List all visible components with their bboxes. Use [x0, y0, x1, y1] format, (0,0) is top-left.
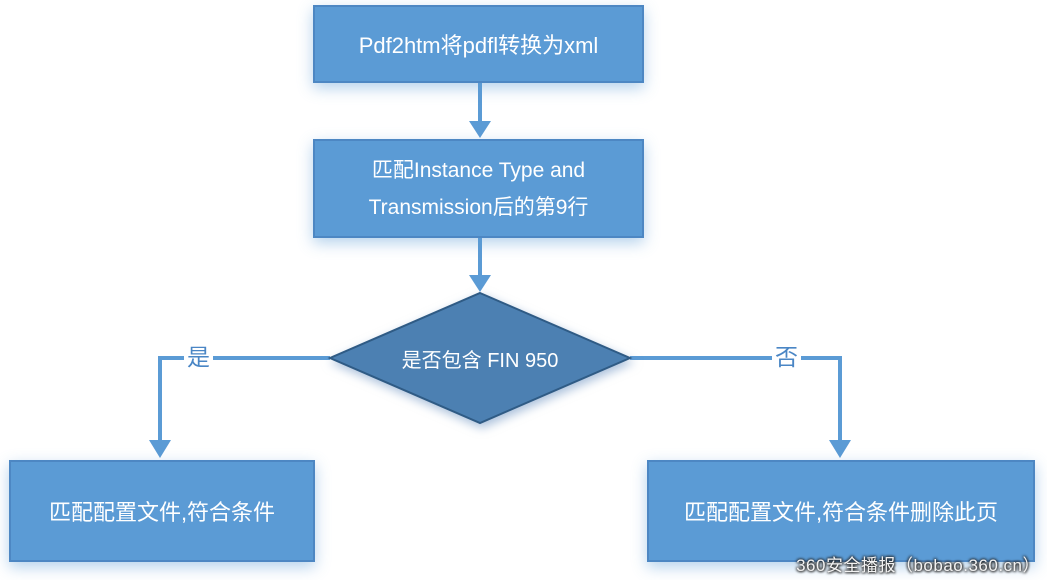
edge-label-no-text: 否 — [775, 344, 798, 370]
arrow-down-icon — [469, 275, 491, 292]
watermark-text: 360安全播报（bobao.360.cn） — [796, 556, 1040, 575]
node-yes-result: 匹配配置文件,符合条件 — [9, 460, 315, 562]
edge-label-no: 否 — [772, 344, 801, 370]
node-yes-result-label: 匹配配置文件,符合条件 — [48, 500, 276, 525]
arrow-down-icon — [469, 121, 491, 138]
decision-diamond-shape — [327, 291, 633, 425]
node-process-line1: 匹配Instance Type and — [371, 158, 586, 182]
edge-label-yes: 是 — [184, 344, 213, 370]
node-process: 匹配Instance Type and Transmission后的第9行 — [313, 139, 644, 238]
watermark: 360安全播报（bobao.360.cn） — [796, 551, 1040, 576]
node-start: Pdf2htm将pdfl转换为xml — [313, 5, 644, 83]
edge-decision-to-yes — [158, 356, 330, 441]
edge-label-yes-text: 是 — [187, 344, 210, 370]
node-no-result: 匹配配置文件,符合条件删除此页 — [647, 460, 1035, 562]
node-no-result-label: 匹配配置文件,符合条件删除此页 — [683, 500, 999, 525]
node-process-line2: Transmission后的第9行 — [368, 195, 589, 219]
node-start-label: Pdf2htm将pdfl转换为xml — [358, 33, 599, 58]
arrow-down-icon — [829, 440, 851, 458]
arrow-down-icon — [149, 440, 171, 458]
edge-decision-to-no — [630, 356, 842, 441]
